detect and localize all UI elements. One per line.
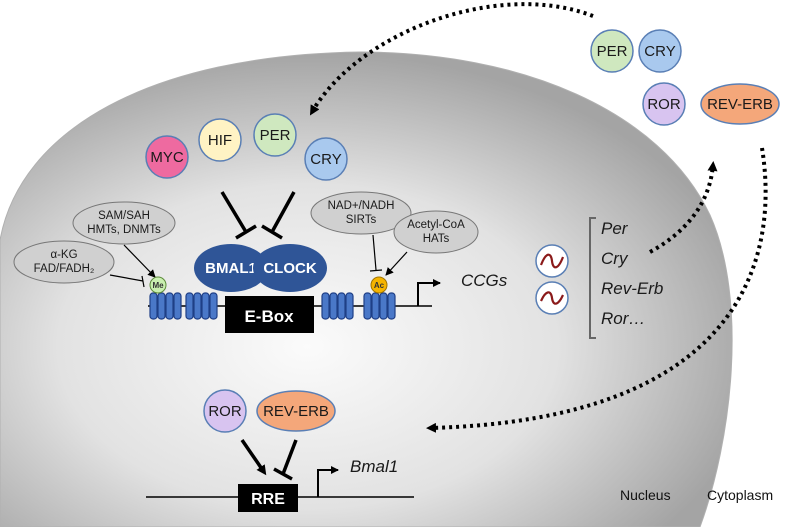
per-cyto-protein [590, 29, 634, 73]
sam-cofactor-ellipse [72, 201, 176, 245]
gene-list-item: Rev-Erb [601, 279, 663, 298]
ror-cyto-protein [642, 82, 686, 126]
nad-line1: NAD+/NADH [328, 200, 395, 212]
gene-list-item: Cry [601, 249, 629, 268]
methyl-mark [149, 276, 167, 294]
methyl-mark-label: Me [152, 281, 164, 290]
bmal1-label: BMAL1 [205, 260, 257, 277]
ror-nuc-protein [203, 389, 247, 433]
nad-cofactor-ellipse [310, 191, 412, 235]
cry-label: CRY [310, 151, 341, 168]
sam-line2: HMTs, DNMTs [87, 224, 161, 236]
reverb-cyto-label: REV-ERB [707, 96, 773, 113]
cry-cyto-protein [638, 29, 682, 73]
ebox-label: E-Box [244, 307, 294, 326]
acetyl-cofactor-ellipse [393, 210, 479, 254]
repression-arrows [220, 191, 296, 240]
sam-line1: SAM/SAH [98, 210, 150, 222]
gene-list-item: Ror… [601, 309, 645, 328]
acetyl-line2: HATs [423, 233, 450, 245]
bmal1-gene-label: Bmal1 [350, 457, 398, 476]
reverb-nuc-label: REV-ERB [263, 403, 329, 420]
myc-label: MYC [150, 149, 184, 166]
bmal1-complex [194, 244, 268, 292]
hif-label: HIF [208, 132, 232, 149]
myc-protein [145, 135, 189, 179]
ror-cyto-label: ROR [647, 96, 681, 113]
ror-nuc-label: ROR [208, 403, 242, 420]
rre-element [238, 484, 298, 512]
akg-cofactor-ellipse [13, 240, 115, 284]
mrna-wave-2 [539, 291, 565, 305]
cry-cyto-label: CRY [644, 43, 675, 60]
per-protein [253, 113, 297, 157]
import-arrow-bottom [426, 147, 768, 433]
clock-complex [253, 244, 327, 292]
ebox-element [225, 296, 314, 333]
nucleus-label: Nucleus [620, 487, 671, 503]
ccgs-tss-arrow [417, 279, 441, 306]
clock-label: CLOCK [263, 260, 316, 277]
gene-list-item: Per [601, 219, 629, 238]
akg-line1: α-KG [50, 249, 77, 261]
nad-line2: SIRTs [346, 214, 377, 226]
acetyl-line1: Acetyl-CoA [407, 219, 465, 231]
cofactor-arrows [109, 234, 408, 288]
cry-protein [304, 137, 348, 181]
gene-list-bracket [589, 217, 596, 339]
mrna-wave-1 [539, 253, 565, 269]
acetyl-mark [370, 276, 388, 294]
rre-label: RRE [251, 491, 285, 508]
cytoplasm-label: Cytoplasm [707, 487, 773, 503]
bmal1-tss-arrow [317, 466, 339, 497]
hif-protein [198, 118, 242, 162]
per-label: PER [260, 127, 291, 144]
ccgs-label: CCGs [461, 271, 508, 290]
nucleosomes [149, 292, 396, 320]
acetyl-mark-label: Ac [374, 281, 385, 290]
per-cyto-label: PER [597, 43, 628, 60]
reverb-cyto-protein [700, 83, 780, 125]
rre-regulation-arrows [240, 439, 298, 481]
akg-line2: FAD/FADH₂ [34, 263, 95, 275]
reverb-nuc-protein [256, 390, 336, 432]
